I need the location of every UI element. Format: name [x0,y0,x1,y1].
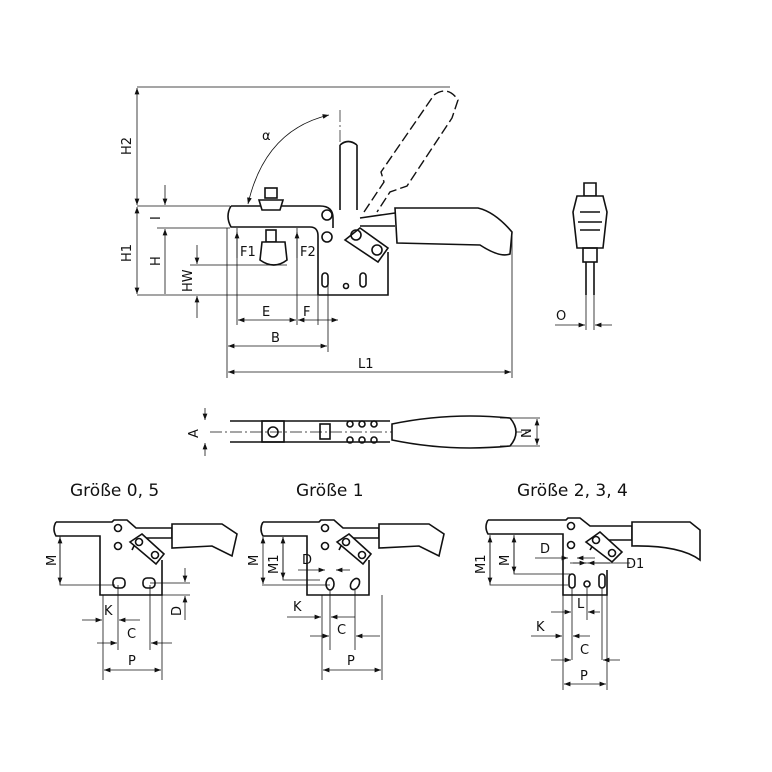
variant-title: Größe 1 [296,481,364,501]
clamp-arm [227,205,389,296]
handle-closed [394,207,513,256]
dim-label-m: M [498,555,513,566]
dim-label-k: K [293,600,302,615]
dim-label-h2: H2 [120,137,135,155]
dim-label-a: A [187,429,202,438]
link-plate [343,226,390,264]
dim-label-l1: L1 [358,357,374,372]
angle-label-alpha: α [262,129,271,144]
side-view: O [555,182,612,330]
dim-label-m1: M1 [267,555,282,575]
variant-title: Größe 2, 3, 4 [517,481,628,501]
dim-label-b: B [271,331,280,346]
top-view: A N [187,408,540,456]
handle-top [391,415,517,449]
main-view: H2 H1 I H HW F1 F2 E F B L1 α [120,86,513,378]
dim-label-o: O [556,309,566,324]
dim-label-hw: HW [181,269,196,292]
dim-label-c: C [580,643,589,658]
dim-label-h: H [149,256,164,266]
variant-size-1: Größe 1 M M1 D K C P [247,481,445,680]
variant-size-2-3-4: Größe 2, 3, 4 M1 M D D1 L K C P [474,481,701,690]
dim-label-d: D [540,542,550,557]
dim-label-m: M [45,555,60,566]
dim-label-k: K [104,604,113,619]
dim-label-c: C [337,623,346,638]
force-label-f1: F1 [240,245,256,260]
dim-label-d1: D1 [626,557,644,572]
dim-label-e: E [262,305,270,320]
dim-label-f: F [303,305,310,320]
handle-open-outline [363,90,459,213]
dim-label-p: P [347,654,355,669]
clamp-outline [260,519,445,596]
dim-label-m1: M1 [474,555,489,575]
dim-label-i: I [149,216,164,220]
dim-label-p: P [128,654,136,669]
dim-label-p: P [580,669,588,684]
force-label-f2: F2 [300,245,316,260]
dim-label-d: D [170,606,185,616]
dim-label-c: C [127,627,136,642]
variant-size-0-5: Größe 0, 5 M K C P D [45,481,238,680]
dim-label-n: N [520,428,535,438]
clamp-outline [53,519,238,596]
dim-label-d: D [302,553,312,568]
dim-label-m: M [247,555,262,566]
dim-label-h1: H1 [120,244,135,262]
dim-label-l: L [577,597,585,612]
dim-label-k: K [536,620,545,635]
variant-title: Größe 0, 5 [70,481,159,501]
